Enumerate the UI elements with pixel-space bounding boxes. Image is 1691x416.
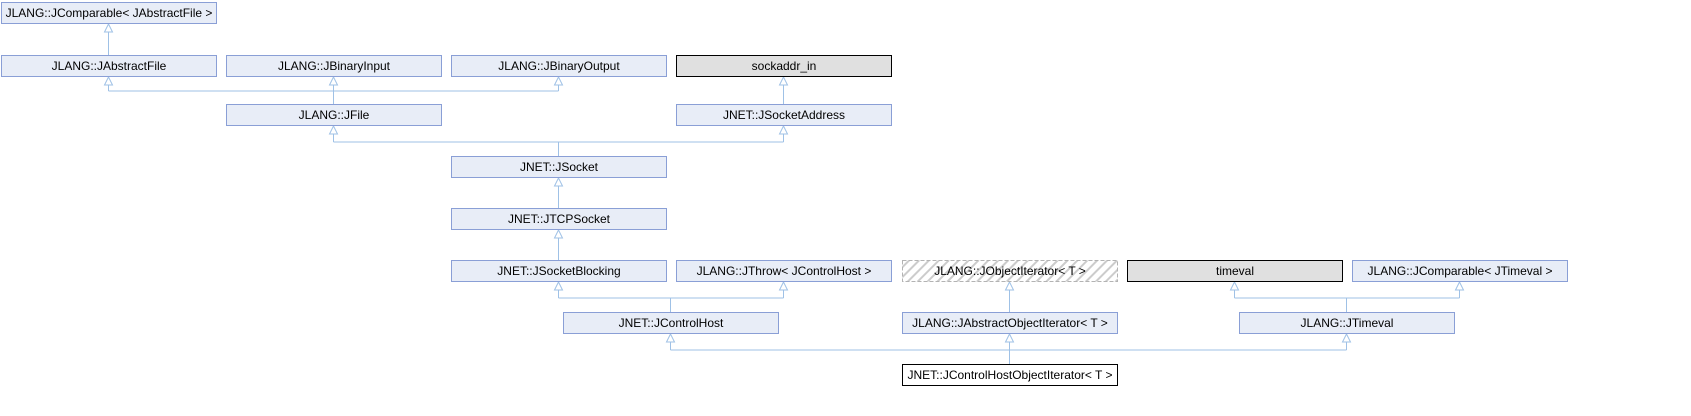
class-node-jabstractfile[interactable]: JLANG::JAbstractFile <box>1 55 217 77</box>
inheritance-arrow-icon <box>778 280 789 291</box>
class-node-jobjectiterator: JLANG::JObjectIterator< T > <box>902 260 1118 282</box>
class-box <box>226 55 442 77</box>
inheritance-arrow-icon <box>778 124 789 135</box>
class-label: JLANG::JComparable< JTimeval > <box>1368 264 1553 278</box>
class-node-jfile[interactable]: JLANG::JFile <box>226 104 442 126</box>
class-label: JLANG::JThrow< JControlHost > <box>697 264 872 278</box>
inheritance-arrow-icon <box>1341 332 1352 343</box>
class-box <box>1 2 217 24</box>
class-node-timeval: timeval <box>1127 260 1343 282</box>
class-node-jthrow-jcontrolhost[interactable]: JLANG::JThrow< JControlHost > <box>676 260 892 282</box>
edges-layer <box>103 22 1465 364</box>
inheritance-arrow-icon <box>103 22 114 33</box>
edge-group-jfile <box>103 75 564 104</box>
class-label: JNET::JTCPSocket <box>508 212 611 226</box>
class-node-sockaddr-in: sockaddr_in <box>676 55 892 77</box>
inheritance-edge-jfile <box>108 82 559 104</box>
inheritance-arrow-icon <box>103 75 114 86</box>
edge-group-jcontrolhostobjectiterator <box>665 332 1352 364</box>
edge-group-jtcpsocket <box>553 176 564 208</box>
inheritance-arrow-icon <box>1004 332 1015 343</box>
class-node-jsocketaddress[interactable]: JNET::JSocketAddress <box>676 104 892 126</box>
class-box <box>451 208 667 230</box>
class-box <box>902 312 1118 334</box>
class-node-jbinaryoutput[interactable]: JLANG::JBinaryOutput <box>451 55 667 77</box>
class-box <box>1 55 217 77</box>
inheritance-arrow-icon <box>553 176 564 187</box>
class-label: JNET::JSocketAddress <box>723 108 845 122</box>
class-label: JLANG::JAbstractObjectIterator< T > <box>912 316 1108 330</box>
class-box <box>676 55 892 77</box>
class-node-jabstractobjectiterator[interactable]: JLANG::JAbstractObjectIterator< T > <box>902 312 1118 334</box>
class-label: JLANG::JFile <box>299 108 370 122</box>
class-label: sockaddr_in <box>752 59 817 73</box>
class-label: JNET::JControlHost <box>619 316 724 330</box>
edge-group-jsocket <box>328 124 789 156</box>
class-box <box>226 104 442 126</box>
class-label: timeval <box>1216 264 1254 278</box>
class-box <box>563 312 779 334</box>
edge-group-jcontrolhost <box>553 280 789 312</box>
class-box <box>1352 260 1568 282</box>
class-node-jcontrolhost[interactable]: JNET::JControlHost <box>563 312 779 334</box>
class-box <box>451 260 667 282</box>
class-box <box>676 260 892 282</box>
class-label: JNET::JControlHostObjectIterator< T > <box>908 368 1113 382</box>
class-box <box>1239 312 1455 334</box>
class-node-jtimeval[interactable]: JLANG::JTimeval <box>1239 312 1455 334</box>
class-label: JLANG::JTimeval <box>1301 316 1394 330</box>
class-label: JLANG::JObjectIterator< T > <box>934 264 1086 278</box>
inheritance-edge-jtimeval <box>1234 287 1460 312</box>
inheritance-edge-jcontrolhost <box>558 287 784 312</box>
inheritance-arrow-icon <box>1454 280 1465 291</box>
class-box <box>1127 260 1343 282</box>
class-node-jsocket[interactable]: JNET::JSocket <box>451 156 667 178</box>
edge-group-jsocketblocking <box>553 228 564 260</box>
class-box <box>451 55 667 77</box>
class-box <box>676 104 892 126</box>
inheritance-arrow-icon <box>1229 280 1240 291</box>
class-node-jsocketblocking[interactable]: JNET::JSocketBlocking <box>451 260 667 282</box>
inheritance-edge-jsocket <box>333 131 784 156</box>
class-box <box>902 364 1118 386</box>
inheritance-arrow-icon <box>778 75 789 86</box>
class-label: JLANG::JBinaryInput <box>278 59 391 73</box>
inheritance-arrow-icon <box>328 75 339 86</box>
class-label: JLANG::JAbstractFile <box>52 59 167 73</box>
class-node-jcomparable-jabstractfile[interactable]: JLANG::JComparable< JAbstractFile > <box>1 2 217 24</box>
inheritance-arrow-icon <box>553 75 564 86</box>
edge-group-jtimeval <box>1229 280 1465 312</box>
inheritance-edge-jcontrolhostobjectiterator <box>670 339 1347 364</box>
inheritance-arrow-icon <box>553 280 564 291</box>
class-label: JLANG::JBinaryOutput <box>498 59 620 73</box>
nodes-layer: JLANG::JComparable< JAbstractFile >JLANG… <box>1 2 1568 386</box>
class-node-jbinaryinput[interactable]: JLANG::JBinaryInput <box>226 55 442 77</box>
class-label: JNET::JSocketBlocking <box>497 264 620 278</box>
class-box <box>902 260 1118 282</box>
class-node-jcomparable-jtimeval[interactable]: JLANG::JComparable< JTimeval > <box>1352 260 1568 282</box>
class-node-jtcpsocket[interactable]: JNET::JTCPSocket <box>451 208 667 230</box>
inheritance-arrow-icon <box>665 332 676 343</box>
inheritance-arrow-icon <box>1004 280 1015 291</box>
edge-group-jsocketaddress <box>778 75 789 104</box>
edge-group-jabstractobjectiterator <box>1004 280 1015 312</box>
inheritance-arrow-icon <box>328 124 339 135</box>
inheritance-arrow-icon <box>553 228 564 239</box>
class-label: JNET::JSocket <box>520 160 599 174</box>
class-box <box>451 156 667 178</box>
edge-group-jabstractfile <box>103 22 114 55</box>
class-label: JLANG::JComparable< JAbstractFile > <box>6 6 213 20</box>
class-node-jcontrolhostobjectiterator[interactable]: JNET::JControlHostObjectIterator< T > <box>902 364 1118 386</box>
